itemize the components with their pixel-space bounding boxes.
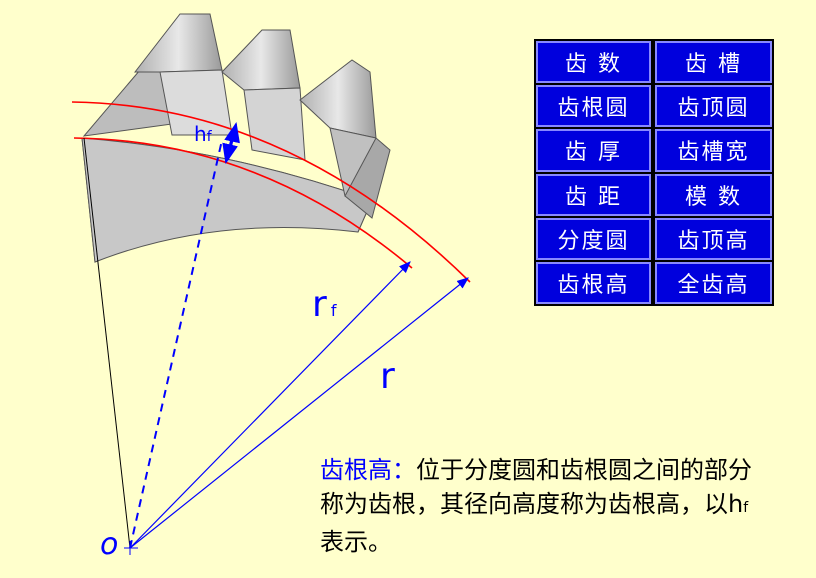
term-cell[interactable]: 齿 数 bbox=[536, 41, 651, 84]
definition-colon: ： bbox=[392, 456, 416, 484]
root-circle-arc bbox=[73, 137, 413, 269]
term-cell[interactable]: 齿 厚 bbox=[536, 129, 651, 172]
r-label-text: r bbox=[380, 356, 395, 397]
hf-label-main: h bbox=[194, 122, 207, 146]
rf-radius-line bbox=[129, 261, 411, 549]
term-cell[interactable]: 齿 距 bbox=[536, 173, 651, 216]
definition-end: 表示。 bbox=[320, 528, 392, 556]
rf-label-main: r bbox=[312, 284, 327, 325]
hf-label: hf bbox=[194, 122, 212, 146]
term-cell[interactable]: 齿槽宽 bbox=[655, 129, 772, 172]
definition-body: 位于分度圆和齿根圆之间的部分称为齿根，其径向高度称为齿根高，以 bbox=[320, 456, 752, 518]
term-cell[interactable]: 齿根高 bbox=[536, 261, 651, 304]
terminology-table: 齿 数 齿 槽 齿根圆 齿顶圆 齿 厚 齿槽宽 齿 距 模 数 分度圆 齿顶高 … bbox=[534, 39, 774, 306]
r-label: r bbox=[380, 356, 395, 397]
rf-label-sub: f bbox=[330, 301, 337, 320]
term-cell[interactable]: 分度圆 bbox=[536, 217, 651, 260]
definition-hf-main: h bbox=[728, 490, 744, 518]
addendum-circle-arc bbox=[71, 101, 471, 283]
term-cell[interactable]: 齿根圆 bbox=[536, 85, 651, 128]
hf-label-sub: f bbox=[206, 129, 212, 145]
left-radial-line bbox=[83, 137, 131, 549]
term-cell[interactable]: 全齿高 bbox=[655, 261, 772, 304]
definition-hf-sub: f bbox=[743, 500, 749, 516]
origin-label: o bbox=[100, 527, 118, 562]
origin-label-text: o bbox=[100, 527, 119, 562]
definition-term: 齿根高 bbox=[320, 456, 392, 484]
term-cell[interactable]: 齿 槽 bbox=[655, 41, 772, 84]
hf-dimension-arrow-down bbox=[222, 127, 238, 164]
definition-text: 齿根高：位于分度圆和齿根圆之间的部分称为齿根，其径向高度称为齿根高，以hf 表示。 bbox=[320, 453, 760, 559]
term-cell[interactable]: 齿顶圆 bbox=[655, 85, 772, 128]
term-cell[interactable]: 齿顶高 bbox=[655, 217, 772, 260]
r-radius-line bbox=[129, 277, 469, 549]
gear-teeth bbox=[82, 13, 391, 219]
term-cell[interactable]: 模 数 bbox=[655, 173, 772, 216]
